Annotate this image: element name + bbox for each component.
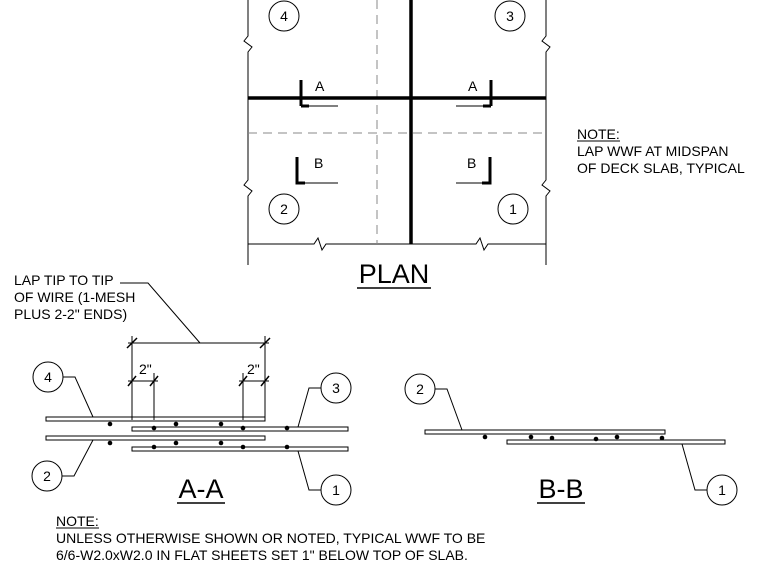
- plan-bubble-4: 4: [268, 0, 300, 32]
- lap-label-line-2: OF WIRE (1-MESH: [14, 289, 135, 305]
- plan-bottom-break: [248, 236, 546, 252]
- section-mark-b-right-label: B: [467, 155, 476, 171]
- end-dim-right: 2": [247, 361, 260, 377]
- section-aa: LAP TIP TO TIP OF WIRE (1-MESH PLUS 2-2"…: [14, 272, 352, 506]
- plan-right-edge: [541, 0, 551, 265]
- section-mark-a-left-label: A: [315, 78, 325, 94]
- section-bb: 2 1 B-B: [404, 373, 738, 506]
- general-note-title: NOTE:: [56, 513, 99, 529]
- svg-text:1: 1: [332, 482, 340, 498]
- general-note-line-1: UNLESS OTHERWISE SHOWN OR NOTED, TYPICAL…: [56, 530, 485, 546]
- svg-text:1: 1: [718, 482, 726, 498]
- section-mark-b-right: B: [456, 155, 492, 185]
- section-mark-a-right-label: A: [468, 78, 478, 94]
- lap-label-line-1: LAP TIP TO TIP: [14, 272, 114, 288]
- svg-text:3: 3: [332, 380, 340, 396]
- aa-bubble-1: 1: [297, 450, 352, 506]
- aa-bubble-4: 4: [32, 361, 94, 418]
- bb-wire-dots: [482, 434, 665, 442]
- general-note-line-2: 6/6-W2.0xW2.0 IN FLAT SHEETS SET 1" BELO…: [56, 547, 468, 563]
- section-mark-b-left: B: [295, 155, 338, 185]
- plan-bubble-1: 1: [497, 193, 529, 225]
- lap-leader: [120, 282, 201, 344]
- svg-text:1: 1: [509, 201, 517, 217]
- plan-bubble-2: 2: [268, 193, 300, 225]
- plan-note-line-1: LAP WWF AT MIDSPAN: [577, 143, 728, 159]
- section-mark-a-left: A: [299, 78, 338, 108]
- plan-note: NOTE: LAP WWF AT MIDSPAN OF DECK SLAB, T…: [577, 126, 745, 176]
- aa-mesh-sheets: [45, 416, 349, 452]
- section-aa-title: A-A: [178, 474, 223, 504]
- general-note: NOTE: UNLESS OTHERWISE SHOWN OR NOTED, T…: [56, 513, 485, 563]
- svg-text:4: 4: [280, 8, 288, 24]
- plan-left-edge: [243, 0, 253, 265]
- svg-text:2: 2: [280, 201, 288, 217]
- aa-wire-dots: [107, 421, 290, 450]
- end-dim-left: 2": [139, 361, 152, 377]
- section-mark-a-right: A: [456, 78, 493, 108]
- plan-note-line-2: OF DECK SLAB, TYPICAL: [577, 160, 745, 176]
- svg-text:3: 3: [506, 8, 514, 24]
- section-mark-b-left-label: B: [314, 155, 323, 171]
- svg-text:4: 4: [44, 369, 52, 385]
- bb-bubble-2: 2: [404, 373, 463, 431]
- aa-bubble-3: 3: [297, 372, 352, 428]
- plan-note-title: NOTE:: [577, 126, 620, 142]
- plan-title: PLAN: [359, 259, 430, 289]
- section-bb-title: B-B: [538, 474, 583, 504]
- plan-view: A A B B 4 3 2: [243, 0, 551, 289]
- plan-bubble-3: 3: [494, 0, 526, 32]
- lap-label-line-3: PLUS 2-2" ENDS): [14, 306, 127, 322]
- svg-text:2: 2: [416, 381, 424, 397]
- aa-bubble-2: 2: [31, 439, 94, 492]
- bb-bubble-1: 1: [681, 443, 738, 506]
- svg-text:2: 2: [43, 468, 51, 484]
